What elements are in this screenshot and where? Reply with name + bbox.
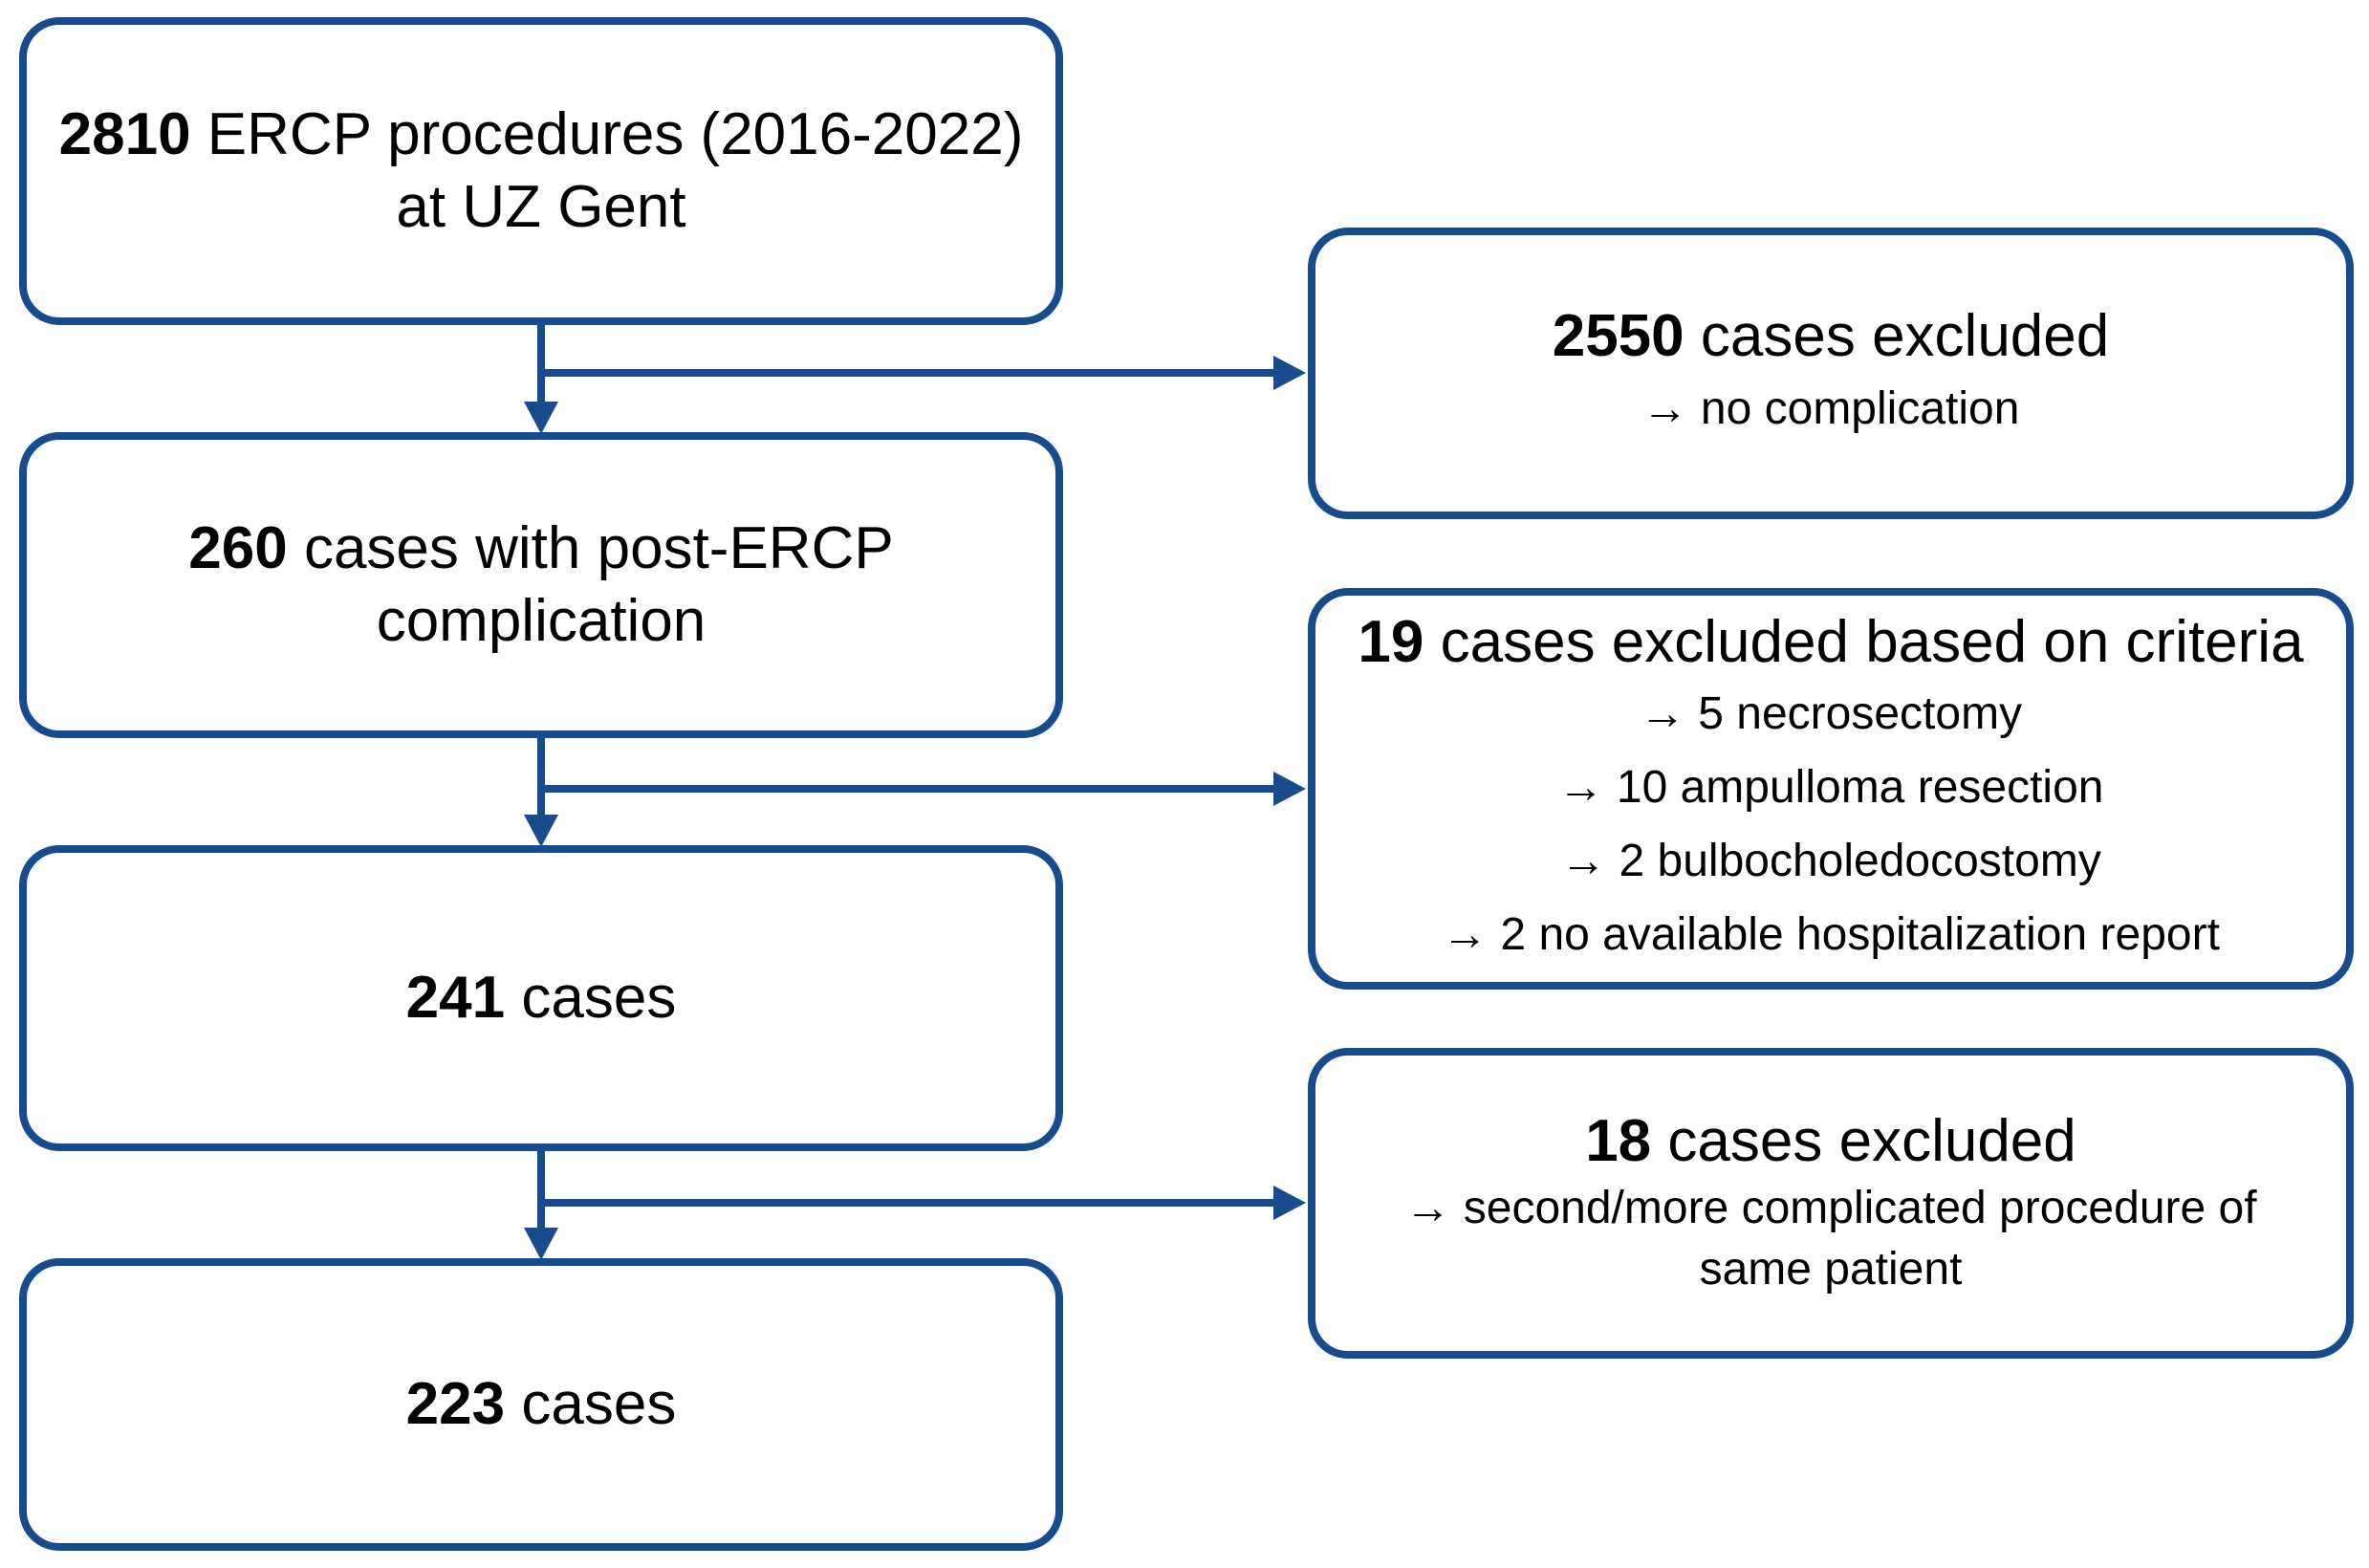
connector-line (537, 321, 545, 403)
arrow-down-icon (524, 402, 558, 434)
case-count: 223 (405, 1371, 506, 1438)
exclusion-detail: → 10 ampulloma resection (1557, 762, 2104, 814)
connector-line (537, 1147, 545, 1230)
heading-text: ERCP procedures (2016-2022) (190, 101, 1024, 168)
case-count: 2810 (58, 101, 191, 168)
box-post-ercp-complication: 260 cases with post-ERCP complication (19, 432, 1063, 738)
arrow-down-icon (524, 1228, 558, 1260)
connector-line (537, 785, 1275, 793)
box-heading: 2810 ERCP procedures (2016-2022) (59, 98, 1024, 171)
heading-text: cases excluded (1684, 303, 2110, 370)
arrow-down-icon (524, 815, 558, 847)
heading-text: cases excluded (1651, 1107, 2076, 1174)
exclusion-detail: → 5 necrosectomy (1639, 688, 2023, 740)
connector-line (537, 369, 1275, 377)
box-heading: 241 cases (406, 962, 677, 1034)
heading-text: cases (505, 1371, 677, 1438)
heading-text: cases (505, 965, 677, 1032)
heading-line2: at UZ Gent (396, 174, 686, 240)
box-excluded-second-procedure: 18 cases excluded → second/more complica… (1308, 1048, 2354, 1359)
box-heading: 2550 cases excluded (1553, 300, 2110, 373)
connector-line (537, 734, 545, 817)
box-ercp-procedures: 2810 ERCP procedures (2016-2022) at UZ G… (19, 17, 1063, 325)
arrow-right-icon (1273, 1186, 1306, 1220)
connector-line (537, 1199, 1275, 1207)
heading-text: cases excluded based on criteria (1424, 608, 2304, 675)
case-count: 19 (1358, 608, 1424, 675)
exclusion-detail: → 2 no available hospitalization report (1442, 908, 2220, 960)
arrow-right-icon (1273, 356, 1306, 390)
case-count: 2550 (1552, 303, 1684, 370)
exclusion-detail: → second/more complicated procedure of s… (1404, 1182, 2257, 1296)
case-count: 260 (188, 515, 288, 582)
exclusion-detail: → 2 bulbocholedocostomy (1560, 835, 2101, 886)
heading-text: cases with post-ERCP (287, 515, 894, 582)
heading-line2: complication (376, 588, 706, 654)
box-heading: 260 cases with post-ERCP (188, 512, 893, 585)
box-heading: 18 cases excluded (1585, 1105, 2076, 1178)
box-241-cases: 241 cases (19, 845, 1063, 1151)
exclusion-detail: → no complication (1641, 382, 2020, 434)
arrow-right-icon (1273, 772, 1306, 806)
box-excluded-no-complication: 2550 cases excluded → no complication (1308, 228, 2354, 519)
case-count: 18 (1585, 1107, 1652, 1174)
case-count: 241 (405, 965, 506, 1032)
box-heading: 19 cases excluded based on criteria (1358, 606, 2303, 679)
box-heading: 223 cases (406, 1368, 677, 1441)
box-excluded-criteria: 19 cases excluded based on criteria → 5 … (1308, 588, 2354, 990)
box-223-cases: 223 cases (19, 1258, 1063, 1551)
